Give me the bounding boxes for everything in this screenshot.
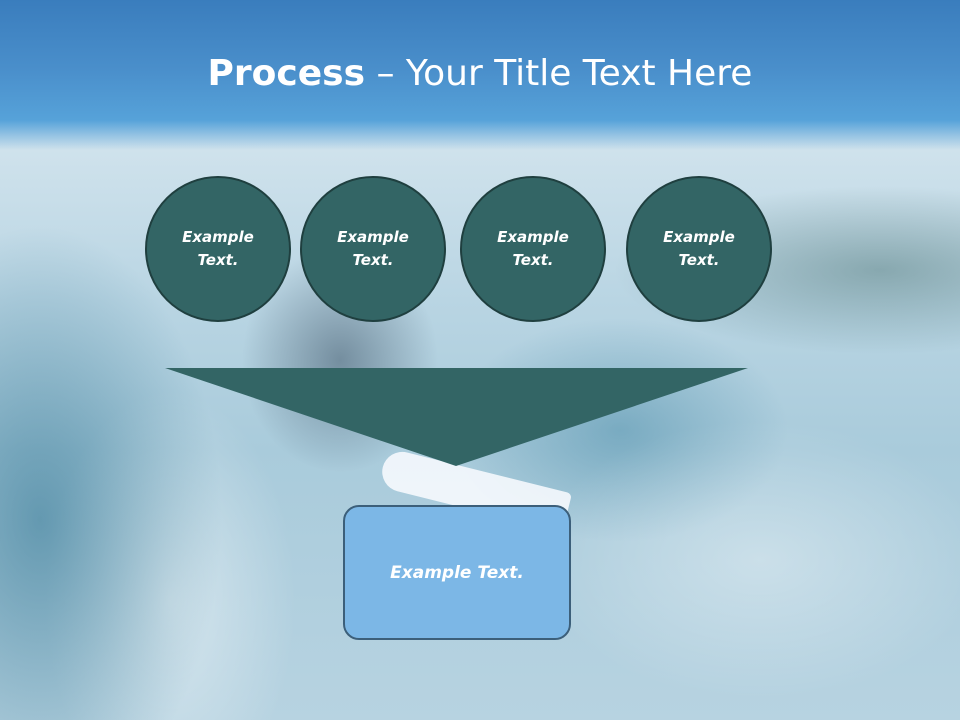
- header-band: [0, 0, 960, 150]
- arrow-shape: [165, 368, 748, 466]
- process-circle-2-text: Example Text.: [337, 228, 409, 269]
- process-circle-1[interactable]: Example Text.: [145, 176, 291, 322]
- title-bold: Process: [207, 53, 366, 94]
- process-circle-4[interactable]: Example Text.: [626, 176, 772, 322]
- slide-title: Process – Your Title Text Here: [0, 52, 960, 96]
- down-arrow-triangle: [165, 368, 748, 466]
- process-circle-1-text: Example Text.: [182, 228, 254, 269]
- result-box[interactable]: Example Text.: [343, 505, 571, 640]
- process-circle-4-text: Example Text.: [663, 228, 735, 269]
- result-box-text: Example Text.: [390, 562, 524, 583]
- title-rest: – Your Title Text Here: [365, 53, 753, 94]
- process-circle-2[interactable]: Example Text.: [300, 176, 446, 322]
- process-circle-3[interactable]: Example Text.: [460, 176, 606, 322]
- process-circle-3-text: Example Text.: [497, 228, 569, 269]
